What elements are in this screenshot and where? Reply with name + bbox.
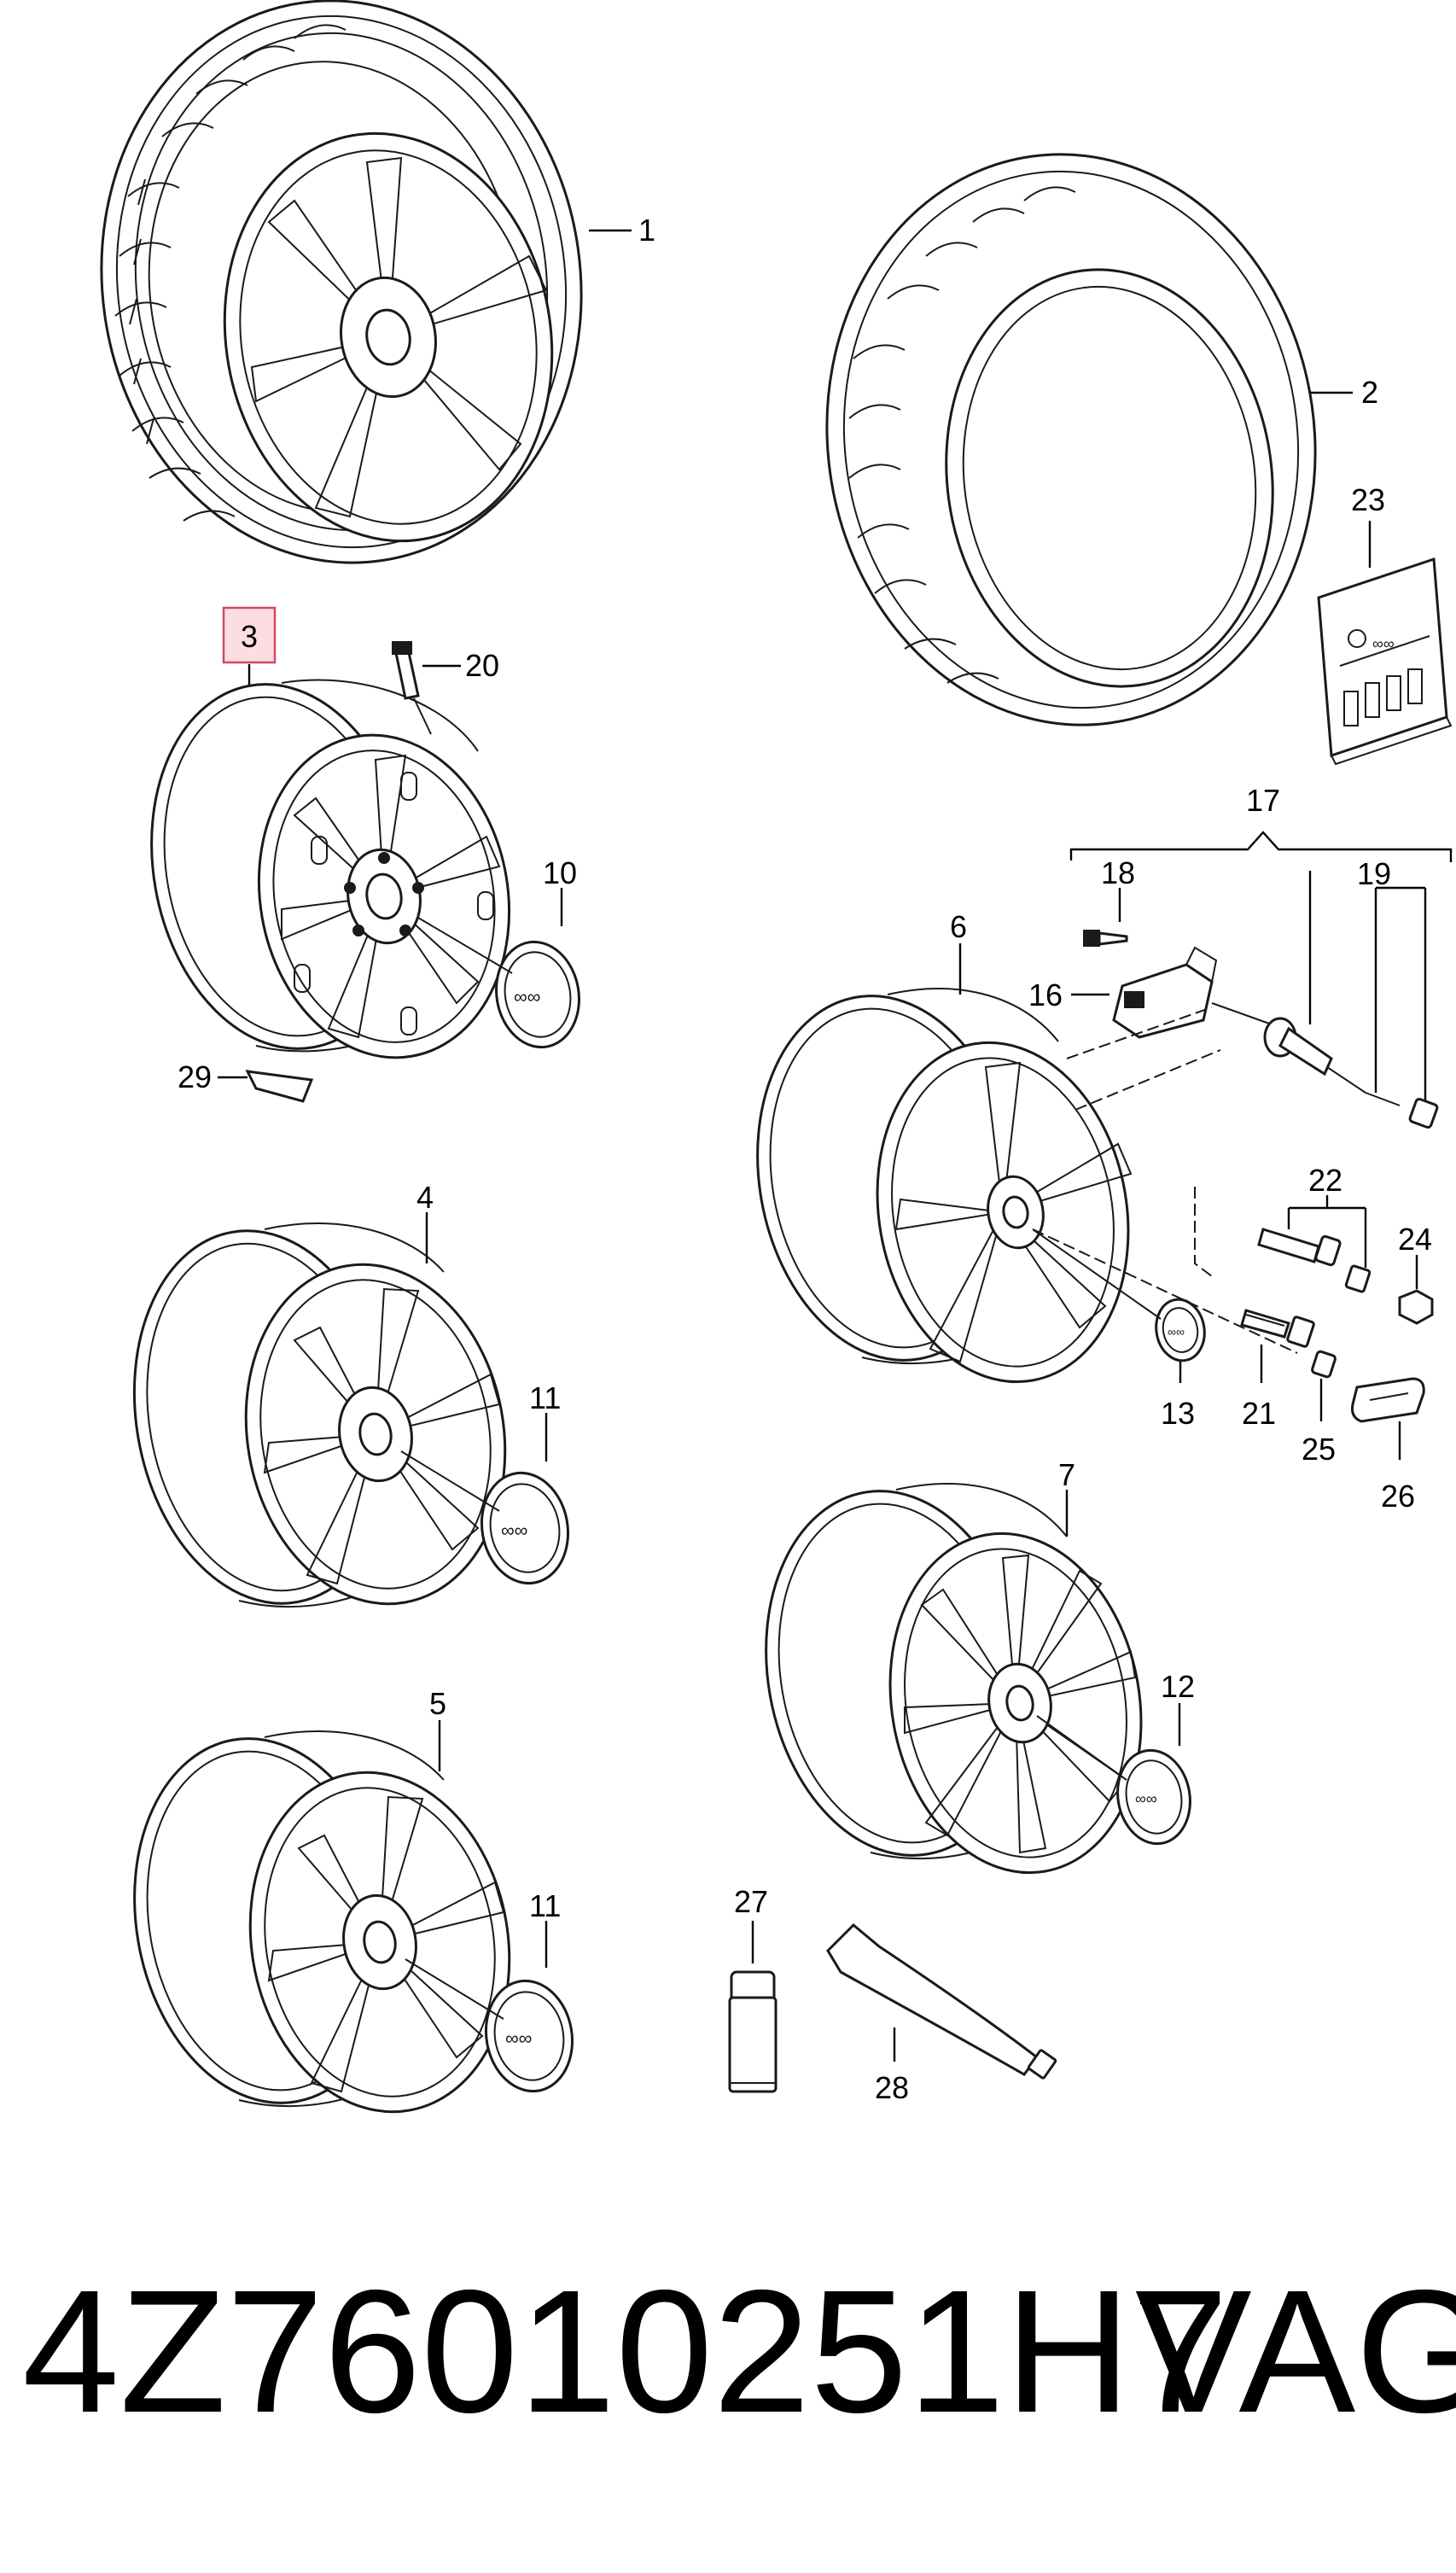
dash-bolt-axis (1032, 1228, 1298, 1354)
part-19-valve-cap[interactable] (1365, 1092, 1439, 1129)
part-4-rim[interactable] (106, 1210, 531, 1625)
leader-10-axis (417, 917, 513, 974)
part-25-bolt-cap[interactable] (1311, 1350, 1337, 1379)
part-7-rim[interactable] (738, 1470, 1168, 1893)
svg-text:∞∞: ∞∞ (1372, 635, 1395, 652)
part-22-lock-bolt[interactable] (1257, 1228, 1372, 1293)
part-3-alloy-rim[interactable] (124, 663, 534, 1077)
dash-16-rim (1066, 1006, 1213, 1059)
label-29[interactable]: 29 (178, 1059, 212, 1094)
label-5[interactable]: 5 (429, 1686, 446, 1721)
footer: 4Z76010251H7 VAG (0, 2254, 1456, 2510)
part-11-hub-cap-lower[interactable]: ∞∞ (477, 1974, 580, 2097)
label-2[interactable]: 2 (1361, 375, 1378, 410)
part-1-complete-wheel[interactable] (66, 0, 617, 594)
part-24-nut[interactable] (1398, 1289, 1434, 1325)
label-16[interactable]: 16 (1028, 977, 1063, 1012)
part-29-balance-weight[interactable] (245, 1070, 314, 1103)
part-20-valve[interactable] (392, 641, 432, 735)
part-17-valve-stem[interactable] (1263, 1017, 1366, 1094)
part-6-rim[interactable] (730, 975, 1155, 1402)
part-number-text: 4Z76010251H7 (22, 2254, 1229, 2449)
label-12[interactable]: 12 (1161, 1669, 1195, 1704)
part-28-tube[interactable] (826, 1922, 1057, 2080)
connector-16-17 (1211, 1002, 1273, 1025)
svg-text:∞∞: ∞∞ (1168, 1325, 1185, 1339)
label-25[interactable]: 25 (1302, 1432, 1336, 1467)
leader-13-axis (1032, 1228, 1162, 1320)
label-10[interactable]: 10 (543, 855, 577, 890)
leader-11-upper-axis (400, 1450, 500, 1512)
label-28[interactable]: 28 (875, 2070, 909, 2105)
part-27-bottle[interactable] (728, 1970, 778, 2093)
label-19[interactable]: 19 (1357, 856, 1391, 891)
label-13[interactable]: 13 (1161, 1396, 1195, 1431)
part-5-rim[interactable] (107, 1718, 536, 2132)
part-21-wheel-bolt[interactable] (1240, 1309, 1315, 1348)
leader-11-lower-axis (405, 1958, 504, 2020)
leader-12-axis (1036, 1715, 1127, 1781)
label-7[interactable]: 7 (1058, 1457, 1075, 1492)
svg-text:∞∞: ∞∞ (1135, 1790, 1157, 1807)
dash-16-rim-b (1075, 1049, 1221, 1111)
svg-text:∞∞: ∞∞ (505, 2027, 532, 2049)
label-17[interactable]: 17 (1246, 783, 1280, 818)
label-26[interactable]: 26 (1381, 1479, 1415, 1514)
label-6[interactable]: 6 (950, 909, 967, 944)
label-1[interactable]: 1 (638, 213, 655, 248)
dash-bolt-22 (1194, 1187, 1213, 1277)
label-21[interactable]: 21 (1242, 1396, 1276, 1431)
part-2-tire[interactable] (790, 123, 1352, 757)
label-27[interactable]: 27 (734, 1884, 768, 1919)
parts-diagram: 1 2 ∞∞ 23 3 (66, 0, 1453, 2132)
part-18-screw[interactable] (1083, 930, 1128, 947)
label-18[interactable]: 18 (1101, 855, 1135, 890)
label-24[interactable]: 24 (1398, 1222, 1432, 1257)
svg-text:∞∞: ∞∞ (501, 1520, 527, 1541)
label-4[interactable]: 4 (416, 1180, 434, 1215)
part-13-hub-cap[interactable]: ∞∞ (1151, 1296, 1209, 1365)
part-11-hub-cap-upper[interactable]: ∞∞ (473, 1466, 576, 1590)
label-20[interactable]: 20 (465, 648, 499, 683)
part-12-hub-cap[interactable]: ∞∞ (1110, 1745, 1197, 1850)
part-26-puller[interactable] (1351, 1377, 1425, 1423)
label-3[interactable]: 3 (241, 619, 258, 654)
svg-text:∞∞: ∞∞ (514, 986, 540, 1007)
part-23-kit-package[interactable]: ∞∞ (1317, 557, 1453, 766)
label-3-highlight (222, 606, 277, 664)
brand-text: VAG (1135, 2254, 1456, 2449)
label-22[interactable]: 22 (1308, 1163, 1342, 1198)
label-11-lower[interactable]: 11 (529, 1888, 561, 1923)
bracket-17 (1069, 831, 1453, 862)
part-10-hub-cap[interactable]: ∞∞ (488, 936, 587, 1054)
part-16-tpms-sensor[interactable] (1112, 946, 1218, 1039)
label-23[interactable]: 23 (1351, 482, 1385, 517)
label-11-upper[interactable]: 11 (529, 1380, 561, 1415)
